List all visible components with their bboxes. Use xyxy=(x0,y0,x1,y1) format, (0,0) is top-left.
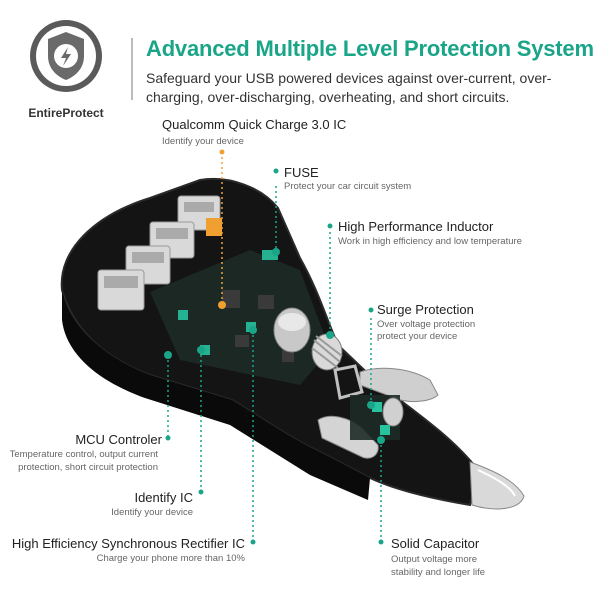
callout-surge-title: Surge Protection xyxy=(377,302,474,317)
callout-identify-title: Identify IC xyxy=(134,490,193,505)
callout-rectifier-desc: Charge your phone more than 10% xyxy=(96,553,245,564)
callout-capacitor-title: Solid Capacitor xyxy=(391,536,480,551)
callout-mcu-desc-1: Temperature control, output current xyxy=(9,449,158,460)
side-contact-bottom xyxy=(317,415,379,459)
positive-tip xyxy=(469,461,525,510)
callout-qualcomm-desc: Identify your device xyxy=(162,136,244,147)
inductor-coil xyxy=(311,333,343,371)
page-title: Advanced Multiple Level Protection Syste… xyxy=(146,36,594,61)
clip xyxy=(333,364,364,400)
qc-port-highlight xyxy=(206,218,222,236)
callout-qualcomm-title: Qualcomm Quick Charge 3.0 IC xyxy=(162,117,347,132)
header-divider xyxy=(131,38,133,100)
callout-inductor-desc: Work in high efficiency and low temperat… xyxy=(338,236,522,247)
callout-surge-desc-2: protect your device xyxy=(377,331,458,342)
callout-inductor-title: High Performance Inductor xyxy=(338,219,494,234)
callout-mcu-desc-2: protection, short circuit protection xyxy=(18,462,158,473)
callout-surge-desc-1: Over voltage protection xyxy=(377,319,476,330)
callout-mcu-title: MCU Controler xyxy=(75,432,162,447)
page-subtitle: Safeguard your USB powered devices again… xyxy=(146,70,552,105)
charger-side xyxy=(62,290,370,500)
callout-capacitor-desc-1: Output voltage more xyxy=(391,554,478,565)
shield-lightning-icon xyxy=(30,20,102,92)
brand-name: EntireProtect xyxy=(28,106,104,120)
callout-capacitor-desc-2: stability and longer life xyxy=(391,567,485,578)
callout-rectifier-title: High Efficiency Synchronous Rectifier IC xyxy=(11,536,245,551)
callout-fuse-title: FUSE xyxy=(284,165,319,180)
side-contact-top xyxy=(359,367,439,403)
usb-ports xyxy=(97,195,222,311)
callout-identify-desc: Identify your device xyxy=(111,507,193,518)
callout-fuse-desc: Protect your car circuit system xyxy=(284,181,412,192)
solid-capacitor-part xyxy=(382,397,404,427)
